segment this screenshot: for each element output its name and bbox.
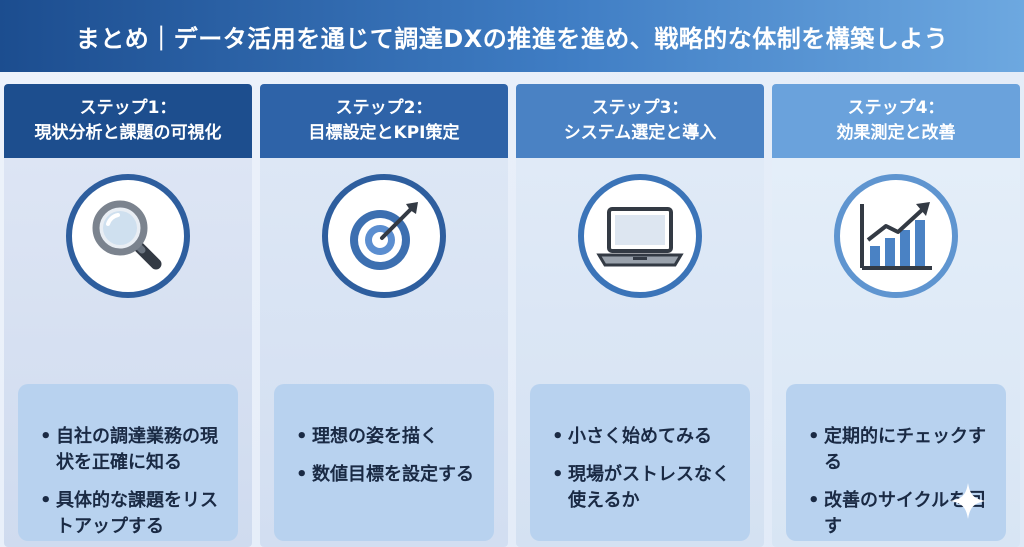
step-1-label: ステップ1： bbox=[79, 98, 177, 119]
laptop-icon bbox=[596, 207, 684, 267]
step-2-bullet-1: 理想の姿を描く bbox=[296, 424, 480, 450]
step-4-column: ステップ4： 効果測定と改善 定期的にチェックする 改善 bbox=[772, 84, 1020, 547]
step-4-card: 定期的にチェックする 改善のサイクルを回す bbox=[786, 384, 1006, 541]
step-3-header: ステップ3： システム選定と導入 bbox=[516, 84, 764, 158]
step-3-bullet-2: 現場がストレスなく使えるか bbox=[552, 462, 736, 514]
step-1-card: 自社の調達業務の現状を正確に知る 具体的な課題をリストアップする bbox=[18, 384, 238, 541]
step-1-body: 自社の調達業務の現状を正確に知る 具体的な課題をリストアップする bbox=[4, 158, 252, 547]
step-1-column: ステップ1： 現状分析と課題の可視化 自社の調達業務の現状を正確に知る 具体的な… bbox=[4, 84, 252, 547]
sparkle-icon bbox=[950, 483, 986, 519]
step-4-title: 効果測定と改善 bbox=[836, 123, 956, 143]
step-3-title: システム選定と導入 bbox=[563, 123, 717, 143]
step-2-header: ステップ2： 目標設定とKPI策定 bbox=[260, 84, 508, 158]
step-3-column: ステップ3： システム選定と導入 小さく始めてみる 現場がストレスなく使えるか bbox=[516, 84, 764, 547]
step-2-column: ステップ2： 目標設定とKPI策定 理想の姿を描く 数値目標を設定する bbox=[260, 84, 508, 547]
step-4-header: ステップ4： 効果測定と改善 bbox=[772, 84, 1020, 158]
step-2-icon-circle bbox=[322, 174, 446, 298]
step-3-icon-circle bbox=[578, 174, 702, 298]
step-3-label: ステップ3： bbox=[591, 98, 689, 119]
steps-container: ステップ1： 現状分析と課題の可視化 自社の調達業務の現状を正確に知る 具体的な… bbox=[4, 84, 1020, 547]
step-2-title: 目標設定とKPI策定 bbox=[308, 123, 460, 143]
step-3-bullet-1: 小さく始めてみる bbox=[552, 424, 736, 450]
step-1-title: 現状分析と課題の可視化 bbox=[34, 123, 222, 143]
growth-chart-icon bbox=[860, 202, 932, 270]
step-1-header: ステップ1： 現状分析と課題の可視化 bbox=[4, 84, 252, 158]
target-icon bbox=[350, 202, 418, 270]
step-4-body: 定期的にチェックする 改善のサイクルを回す bbox=[772, 158, 1020, 547]
magnifier-icon bbox=[92, 200, 162, 270]
step-2-body: 理想の姿を描く 数値目標を設定する bbox=[260, 158, 508, 547]
step-1-icon-circle bbox=[66, 174, 190, 298]
step-4-bullet-1: 定期的にチェックする bbox=[808, 424, 992, 476]
step-2-label: ステップ2： bbox=[335, 98, 433, 119]
header-banner: まとめ｜データ活用を通じて調達DXの推進を進め、戦略的な体制を構築しよう bbox=[0, 0, 1024, 72]
step-3-card: 小さく始めてみる 現場がストレスなく使えるか bbox=[530, 384, 750, 541]
step-3-body: 小さく始めてみる 現場がストレスなく使えるか bbox=[516, 158, 764, 547]
step-2-bullet-2: 数値目標を設定する bbox=[296, 462, 480, 488]
step-4-bullet-2: 改善のサイクルを回す bbox=[808, 488, 992, 540]
step-1-bullet-2: 具体的な課題をリストアップする bbox=[40, 488, 224, 540]
step-2-card: 理想の姿を描く 数値目標を設定する bbox=[274, 384, 494, 541]
page-title: まとめ｜データ活用を通じて調達DXの推進を進め、戦略的な体制を構築しよう bbox=[75, 24, 949, 53]
step-4-label: ステップ4： bbox=[847, 98, 945, 119]
step-1-bullet-1: 自社の調達業務の現状を正確に知る bbox=[40, 424, 224, 476]
step-4-icon-circle bbox=[834, 174, 958, 298]
